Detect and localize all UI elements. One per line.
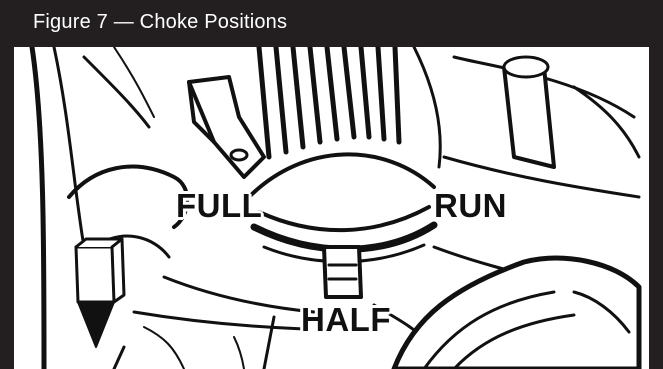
choke-lever-shape xyxy=(187,75,266,179)
left-housing-outline xyxy=(29,47,47,369)
label-half: HALF xyxy=(301,301,391,338)
frame-right-border xyxy=(649,47,663,369)
choke-illustration xyxy=(14,47,649,369)
frame-left-border xyxy=(0,47,14,369)
figure-caption: Figure 7 — Choke Positions xyxy=(33,11,288,33)
cooling-ribs xyxy=(256,47,402,160)
choke-slider-tab xyxy=(322,245,363,299)
engine-line-drawing xyxy=(29,47,642,369)
figure-caption-bar: Figure 7 — Choke Positions xyxy=(0,0,663,47)
air-filter-cover xyxy=(391,255,642,369)
label-run: RUN xyxy=(434,187,507,224)
label-full: FULL xyxy=(176,187,263,224)
primer-cap-shape xyxy=(74,237,126,348)
